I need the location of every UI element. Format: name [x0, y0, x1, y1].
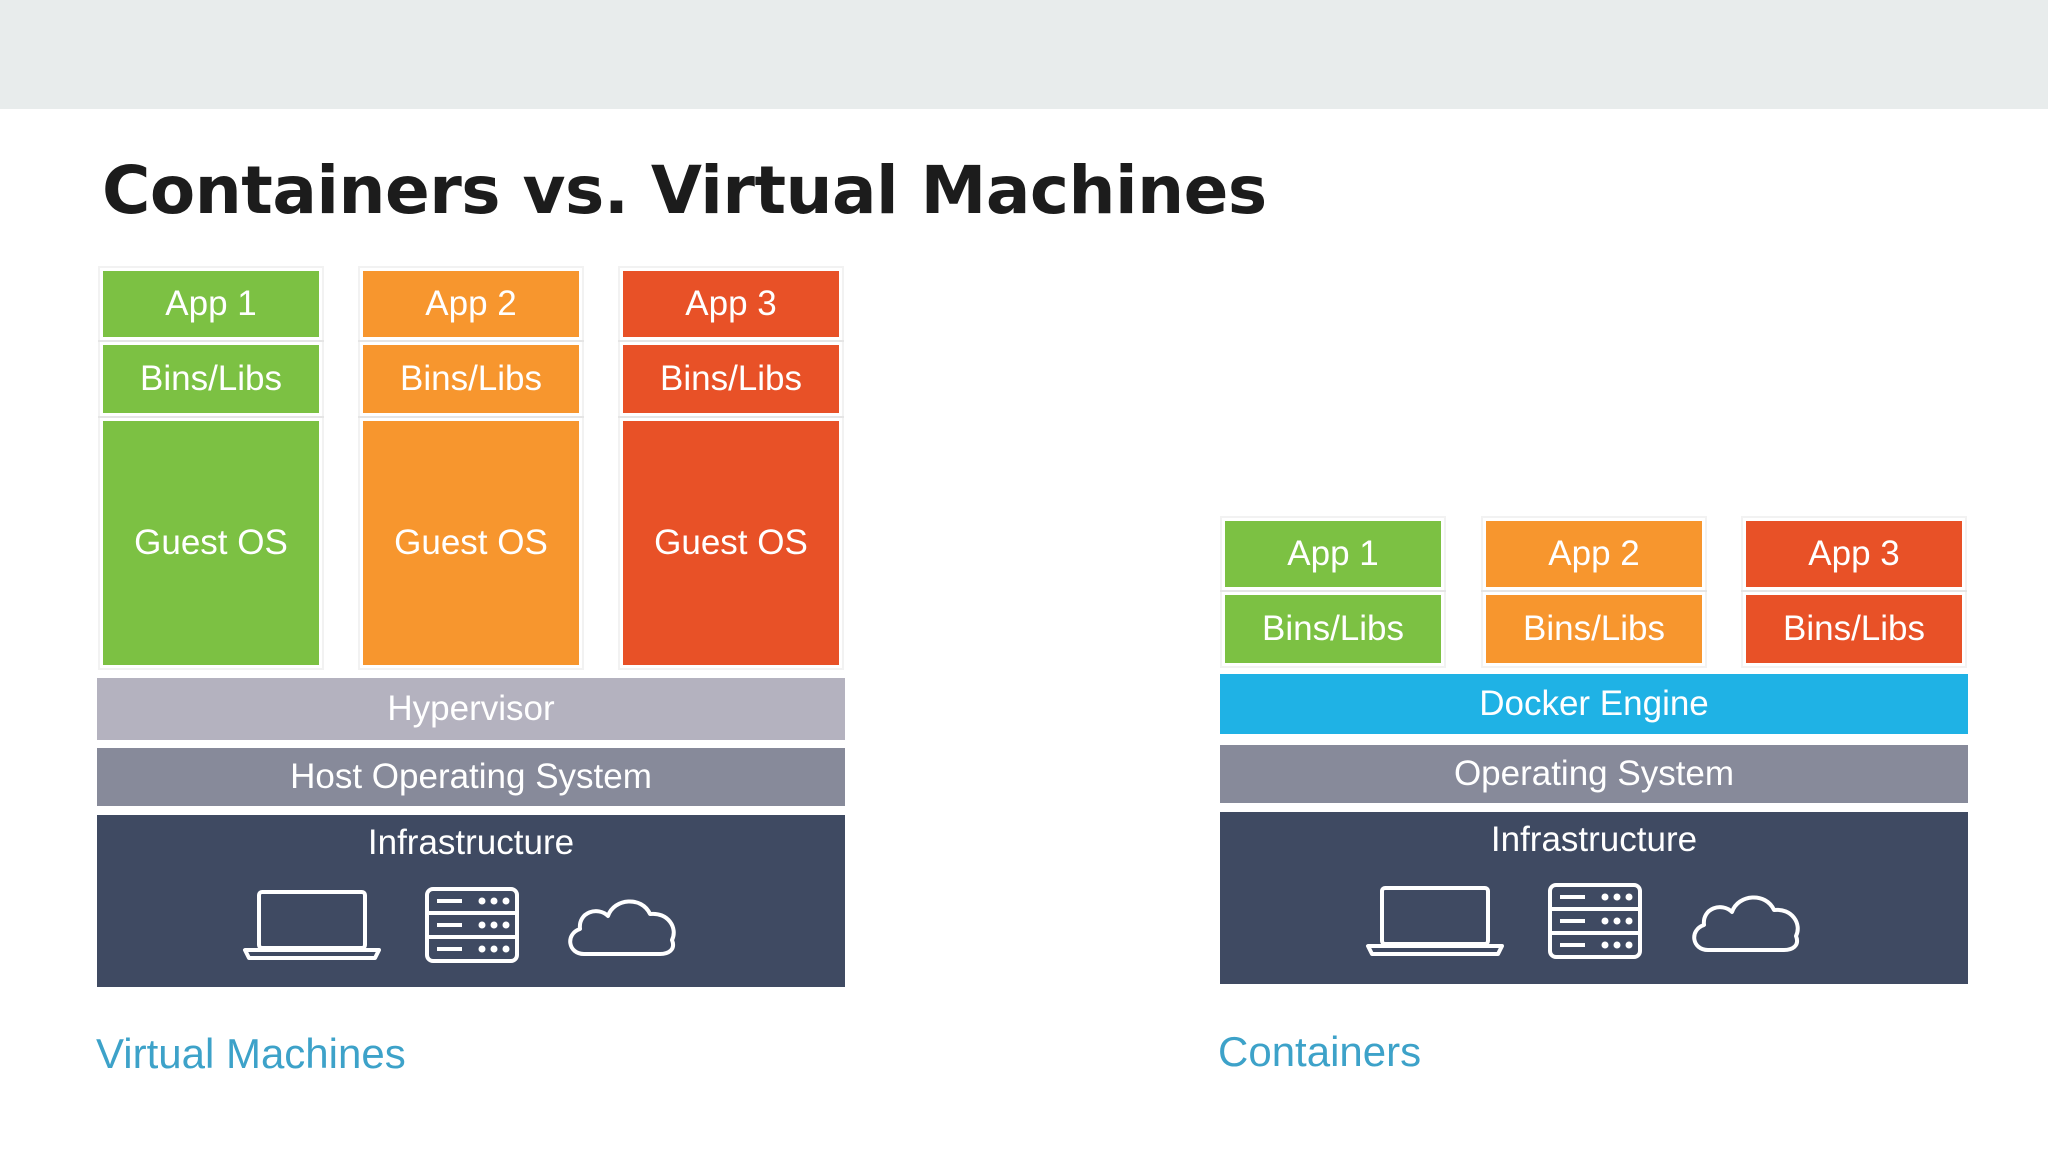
container-app-3: App 3: [1743, 518, 1965, 590]
vm-infrastructure-layer: Infrastructure: [97, 815, 845, 987]
vm-bins-libs-1: Bins/Libs: [100, 342, 322, 416]
cloud-icon: [1692, 895, 1800, 952]
vm-hypervisor-layer: Hypervisor: [97, 678, 845, 740]
vm-infrastructure-label: Infrastructure: [367, 823, 575, 862]
container-bins-libs-3: Bins/Libs: [1743, 592, 1965, 666]
container-os-layer: Operating System: [1220, 745, 1968, 803]
vm-app-3: App 3: [620, 268, 842, 340]
top-banner: [0, 0, 2048, 109]
vm-app-2: App 2: [360, 268, 582, 340]
vm-guest-os-1: Guest OS: [100, 418, 322, 668]
laptop-icon: [243, 890, 381, 960]
container-bins-libs-2: Bins/Libs: [1483, 592, 1705, 666]
containers-caption: Containers: [1218, 1028, 1422, 1075]
vm-guest-os-2: Guest OS: [360, 418, 582, 668]
container-app-2: App 2: [1483, 518, 1705, 590]
container-infrastructure-layer: Infrastructure: [1220, 812, 1968, 984]
container-app-1: App 1: [1222, 518, 1444, 590]
vm-guest-os-3: Guest OS: [620, 418, 842, 668]
docker-engine-layer: Docker Engine: [1220, 674, 1968, 734]
vm-caption: Virtual Machines: [96, 1030, 406, 1077]
container-bins-libs-1: Bins/Libs: [1222, 592, 1444, 666]
cloud-icon: [568, 899, 676, 956]
laptop-icon: [1366, 886, 1504, 956]
slide-title: Containers vs. Virtual Machines: [102, 152, 1267, 229]
container-infrastructure-label: Infrastructure: [1490, 820, 1698, 859]
vm-app-1: App 1: [100, 268, 322, 340]
vm-bins-libs-2: Bins/Libs: [360, 342, 582, 416]
vm-bins-libs-3: Bins/Libs: [620, 342, 842, 416]
server-icon: [425, 887, 519, 963]
server-icon: [1548, 883, 1642, 959]
vm-host-os-layer: Host Operating System: [97, 748, 845, 806]
